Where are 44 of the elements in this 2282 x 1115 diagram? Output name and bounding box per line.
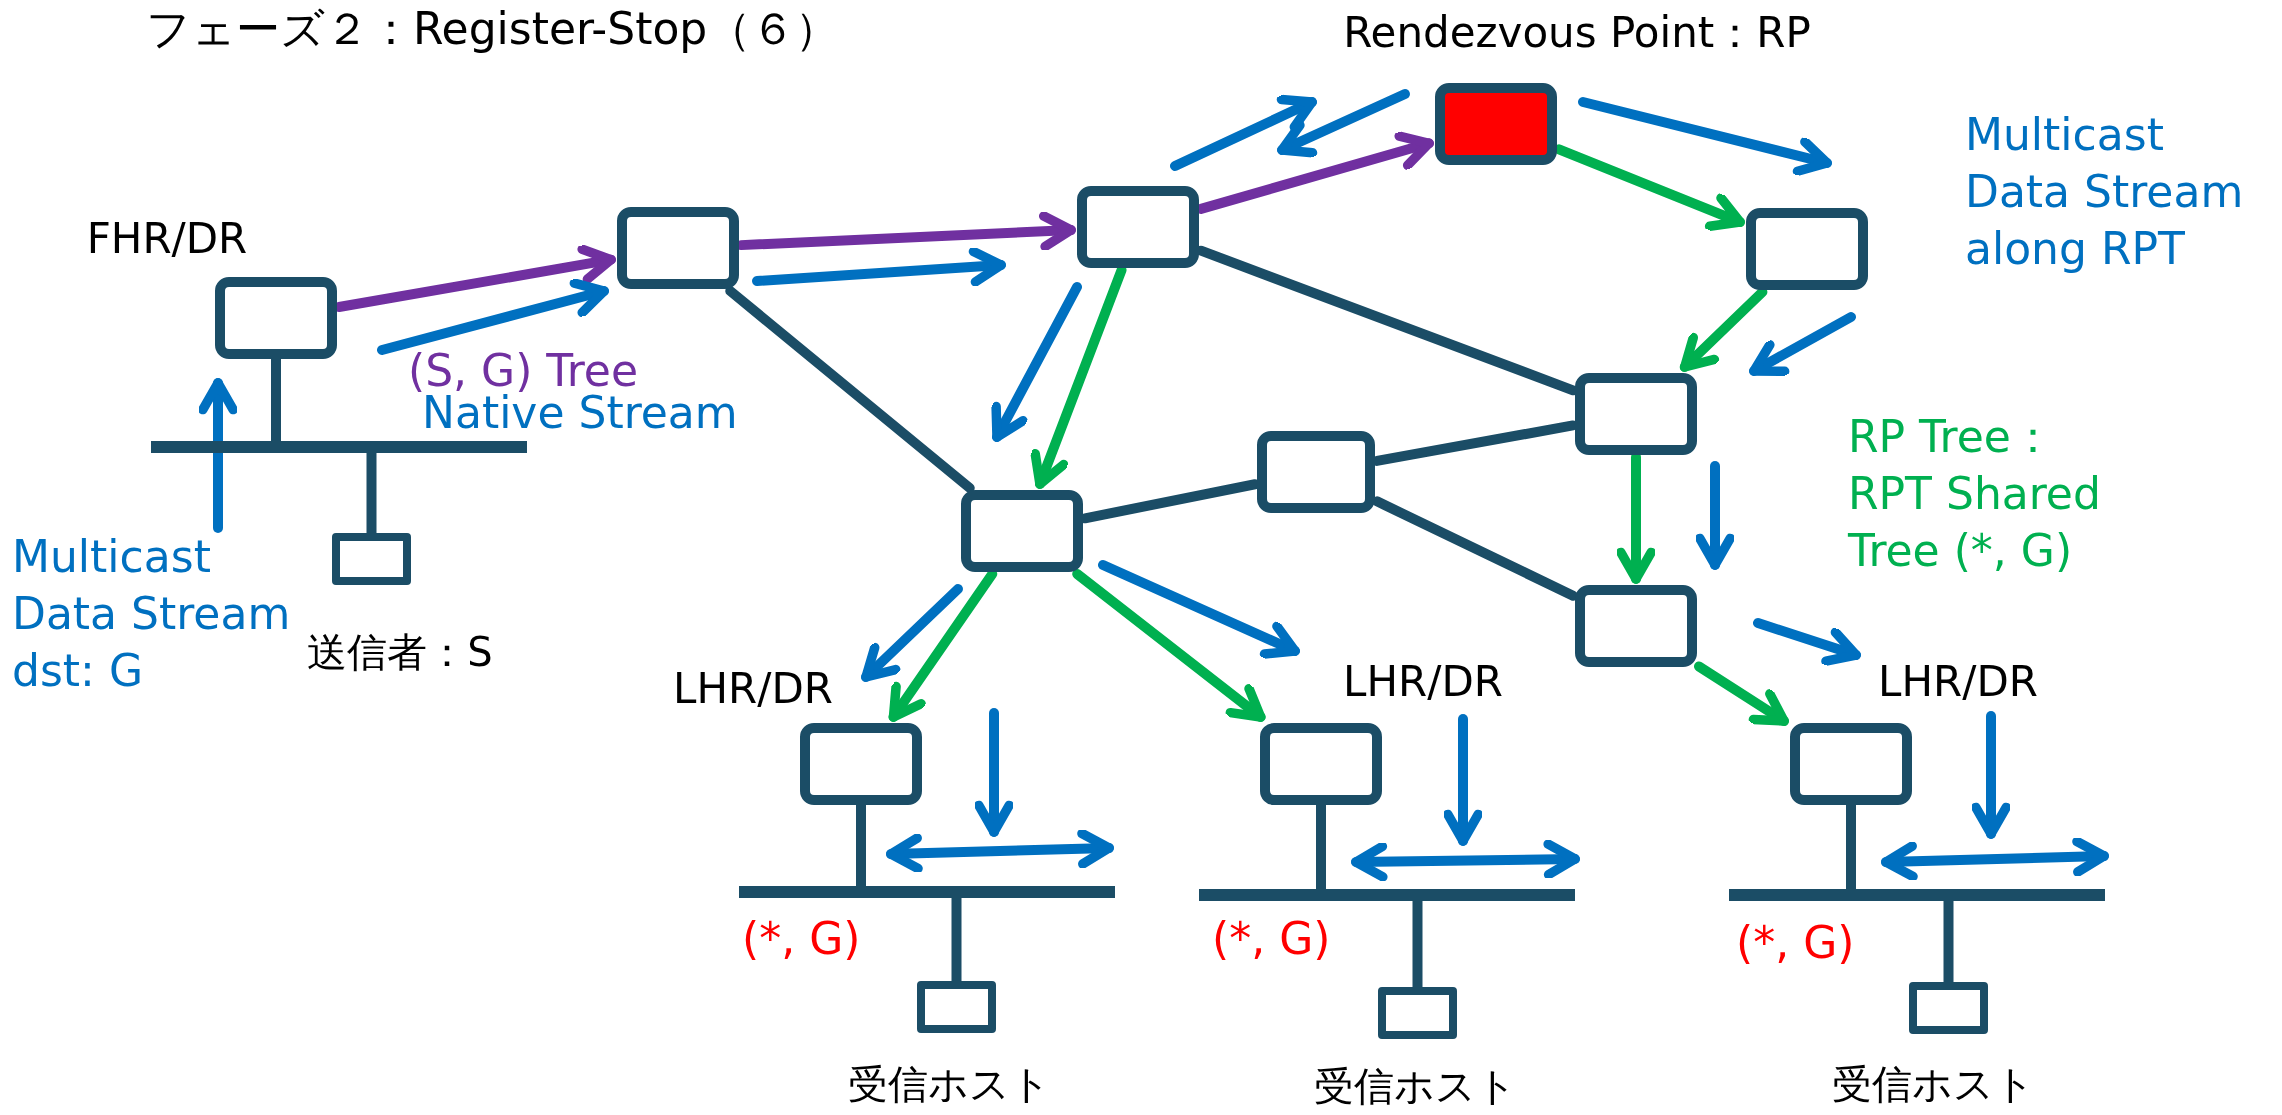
router-box	[617, 207, 739, 289]
router-box	[1746, 208, 1868, 290]
network-bus	[1199, 889, 1575, 901]
router-box	[1260, 723, 1382, 805]
host-box	[1909, 982, 1988, 1034]
router-box	[215, 277, 337, 359]
host-label: 送信者：S	[307, 628, 493, 677]
arrow	[1030, 265, 1127, 489]
router-box	[1435, 83, 1557, 165]
router-label: LHR/DR	[1878, 656, 2038, 708]
arrow	[1679, 287, 1768, 372]
router-box	[961, 490, 1083, 572]
arrow	[888, 569, 998, 722]
annotation-text: (*, G)	[1736, 916, 1855, 970]
network-bus	[151, 441, 527, 453]
host-label: 受信ホスト	[1313, 1062, 1517, 1111]
annotation-text: RP Tree：RPT Shared Tree (*, G)	[1848, 410, 2102, 579]
host-label: 受信ホスト	[1831, 1060, 2035, 1109]
annotation-text: Multicast Data Stream dst: G	[12, 530, 292, 699]
router-label: FHR/DR	[86, 213, 248, 265]
router-box	[1077, 186, 1199, 268]
router-label: LHR/DR	[673, 663, 833, 715]
host-box	[1378, 987, 1457, 1039]
link-line	[1372, 496, 1578, 601]
router-box	[1575, 585, 1697, 667]
arrow	[1616, 452, 1656, 584]
router-label: LHR/DR	[1343, 656, 1503, 708]
host-box	[332, 533, 411, 585]
host-box	[917, 981, 996, 1033]
link-line	[725, 286, 975, 493]
host-label: 受信ホスト	[847, 1060, 1051, 1109]
router-box	[1575, 373, 1697, 455]
arrow	[1694, 661, 1789, 726]
router-label: Rendezvous Point：RP	[1343, 7, 1811, 59]
title: フェーズ２：Register-Stop（６）	[146, 2, 840, 56]
annotation-text: (*, G)	[742, 912, 861, 966]
annotation-text: Multicast Data Stream along RPT	[1965, 108, 2245, 277]
annotation-text: (*, G)	[1212, 912, 1331, 966]
router-box	[800, 723, 922, 805]
arrow	[1072, 569, 1266, 722]
network-bus	[739, 886, 1115, 898]
router-box	[1257, 431, 1375, 513]
network-bus	[1729, 889, 2105, 901]
router-box	[1790, 723, 1912, 805]
